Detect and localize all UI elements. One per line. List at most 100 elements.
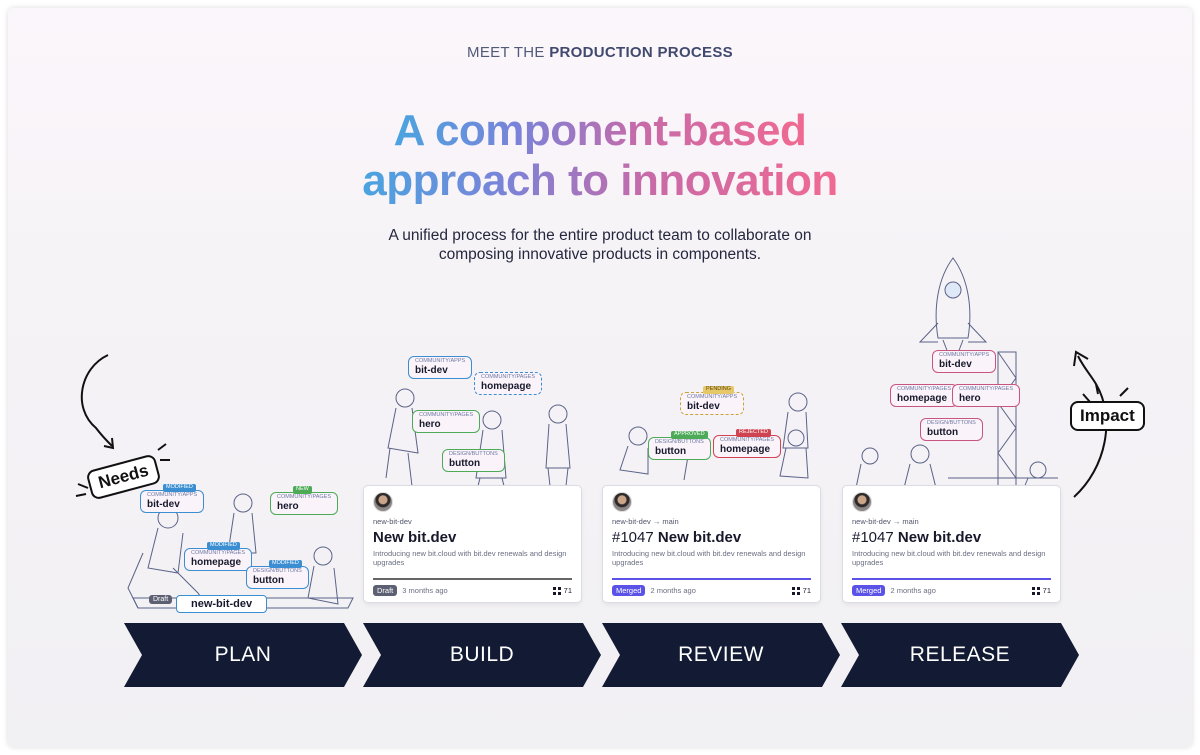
build-chip-bit-dev[interactable]: COMMUNITY/APPS bit-dev bbox=[408, 356, 473, 379]
pr-title: New bit.dev bbox=[373, 529, 457, 546]
chip-name: bit-dev bbox=[147, 498, 180, 510]
stage-release[interactable]: RELEASE bbox=[841, 623, 1079, 687]
build-chip-button[interactable]: DESIGN/BUTTONS button bbox=[442, 449, 505, 472]
pr-number: #1047 bbox=[612, 529, 654, 546]
chip-name: hero bbox=[959, 392, 981, 404]
count-value: 71 bbox=[802, 586, 811, 595]
chip-path: COMMUNITY/PAGES bbox=[277, 494, 331, 500]
pr-title: New bit.dev bbox=[897, 529, 982, 546]
process-stages: PLAN BUILD REVIEW RELEASE bbox=[124, 623, 1094, 687]
card-meta: Draft 3 months ago 71 bbox=[373, 584, 572, 597]
chip-name: homepage bbox=[481, 380, 532, 392]
card-title: New bit.dev bbox=[373, 529, 572, 546]
chip-path: DESIGN/BUTTONS bbox=[655, 439, 704, 445]
progress-line bbox=[852, 578, 1051, 580]
component-count: 71 bbox=[791, 586, 811, 595]
needs-arrow bbox=[80, 354, 113, 447]
needs-sparks bbox=[75, 443, 170, 497]
eyebrow: MEET THE PRODUCTION PROCESS bbox=[8, 44, 1192, 61]
avatar bbox=[612, 492, 632, 512]
chip-name: hero bbox=[419, 418, 441, 430]
progress-line bbox=[612, 578, 811, 580]
release-chip-homepage[interactable]: COMMUNITY/PAGES homepage bbox=[890, 384, 958, 407]
plan-chip-homepage[interactable]: MODIFIED COMMUNITY/PAGES homepage bbox=[184, 542, 252, 571]
components-icon bbox=[1031, 586, 1040, 595]
card-description: Introducing new bit.cloud with bit.dev r… bbox=[852, 549, 1046, 567]
count-value: 71 bbox=[1042, 586, 1051, 595]
chip-path: DESIGN/BUTTONS bbox=[253, 568, 302, 574]
card-description: Introducing new bit.cloud with bit.dev r… bbox=[612, 549, 806, 567]
lane-card-review[interactable]: new-bit-dev → main #1047 New bit.dev Int… bbox=[602, 485, 821, 603]
impact-label: Impact bbox=[1072, 403, 1143, 429]
card-title: #1047 New bit.dev bbox=[852, 529, 1051, 546]
lane-card-release[interactable]: new-bit-dev → main #1047 New bit.dev Int… bbox=[842, 485, 1061, 603]
chip-name: bit-dev bbox=[415, 364, 448, 376]
subtitle-line-1: A unified process for the entire product… bbox=[388, 227, 812, 244]
chip-name: homepage bbox=[720, 443, 771, 455]
plan-chip-button[interactable]: MODIFIED DESIGN/BUTTONS button bbox=[246, 560, 309, 589]
eyebrow-bold: PRODUCTION PROCESS bbox=[549, 44, 733, 61]
chip-tag: REJECTED bbox=[736, 429, 772, 437]
chip-tag: MODIFIED bbox=[207, 542, 240, 550]
chip-name: bit-dev bbox=[939, 358, 972, 370]
chip-path: COMMUNITY/PAGES bbox=[720, 437, 774, 443]
chip-path: COMMUNITY/APPS bbox=[939, 352, 990, 358]
status-badge: Merged bbox=[852, 585, 886, 596]
chip-name: button bbox=[655, 445, 687, 457]
build-chip-homepage[interactable]: COMMUNITY/PAGES homepage bbox=[474, 372, 542, 395]
release-chip-hero[interactable]: COMMUNITY/PAGES hero bbox=[952, 384, 1020, 407]
chip-tag: APPROVED bbox=[671, 431, 708, 439]
chip-tag: PENDING bbox=[703, 386, 735, 394]
impact-arrow bbox=[1073, 355, 1108, 498]
lane-card-build[interactable]: new-bit-dev New bit.dev Introducing new … bbox=[363, 485, 582, 603]
branch-name: new-bit-dev → main bbox=[612, 517, 679, 526]
chip-path: COMMUNITY/PAGES bbox=[481, 374, 535, 380]
timestamp: 2 months ago bbox=[650, 586, 696, 595]
needs-arrowhead bbox=[103, 437, 115, 450]
chip-path: COMMUNITY/PAGES bbox=[897, 386, 951, 392]
process-illustration bbox=[75, 257, 1135, 609]
status-badge: Draft bbox=[373, 585, 398, 596]
chip-name: button bbox=[449, 457, 481, 469]
review-chip-bit-dev[interactable]: PENDING COMMUNITY/APPS bit-dev bbox=[680, 386, 745, 415]
release-chip-button[interactable]: DESIGN/BUTTONS button bbox=[920, 418, 983, 441]
card-meta: Merged 2 months ago 71 bbox=[612, 584, 811, 597]
chip-tag: MODIFIED bbox=[163, 484, 196, 492]
card-title: #1047 New bit.dev bbox=[612, 529, 811, 546]
stage-review[interactable]: REVIEW bbox=[602, 623, 840, 687]
release-chip-bit-dev[interactable]: COMMUNITY/APPS bit-dev bbox=[932, 350, 997, 373]
plan-chip-bit-dev[interactable]: MODIFIED COMMUNITY/APPS bit-dev bbox=[140, 484, 205, 513]
timestamp: 2 months ago bbox=[890, 586, 936, 595]
plan-draft-badge: Draft bbox=[149, 595, 173, 604]
review-chip-homepage[interactable]: REJECTED COMMUNITY/PAGES homepage bbox=[713, 429, 781, 458]
branch-name: new-bit-dev → main bbox=[852, 517, 919, 526]
page-frame: MEET THE PRODUCTION PROCESS A component-… bbox=[8, 8, 1192, 747]
stage-build[interactable]: BUILD bbox=[363, 623, 601, 687]
chip-path: COMMUNITY/APPS bbox=[415, 358, 466, 364]
chip-name: button bbox=[253, 574, 285, 586]
component-count: 71 bbox=[1031, 586, 1051, 595]
card-meta: Merged 2 months ago 71 bbox=[852, 584, 1051, 597]
chip-path: COMMUNITY/PAGES bbox=[191, 550, 245, 556]
status-badge: Merged bbox=[612, 585, 646, 596]
plan-branch-plate: new-bit-dev bbox=[176, 595, 268, 613]
stage-plan[interactable]: PLAN bbox=[124, 623, 362, 687]
chip-path: DESIGN/BUTTONS bbox=[449, 451, 498, 457]
eyebrow-prefix: MEET THE bbox=[467, 44, 545, 61]
chip-path: COMMUNITY/APPS bbox=[147, 492, 198, 498]
review-chip-button[interactable]: APPROVED DESIGN/BUTTONS button bbox=[648, 431, 711, 460]
chip-name: button bbox=[927, 426, 959, 438]
pr-number: #1047 bbox=[852, 529, 894, 546]
component-count: 71 bbox=[552, 586, 572, 595]
count-value: 71 bbox=[563, 586, 572, 595]
chip-name: hero bbox=[277, 500, 299, 512]
release-people bbox=[855, 444, 1047, 489]
release-rocket bbox=[918, 257, 988, 354]
components-icon bbox=[552, 586, 561, 595]
build-chip-hero[interactable]: COMMUNITY/PAGES hero bbox=[412, 410, 480, 433]
avatar bbox=[852, 492, 872, 512]
progress-line bbox=[373, 578, 572, 580]
avatar bbox=[373, 492, 393, 512]
title-line-1: A component-based bbox=[393, 106, 807, 155]
plan-chip-hero[interactable]: NEW COMMUNITY/PAGES hero bbox=[270, 486, 338, 515]
